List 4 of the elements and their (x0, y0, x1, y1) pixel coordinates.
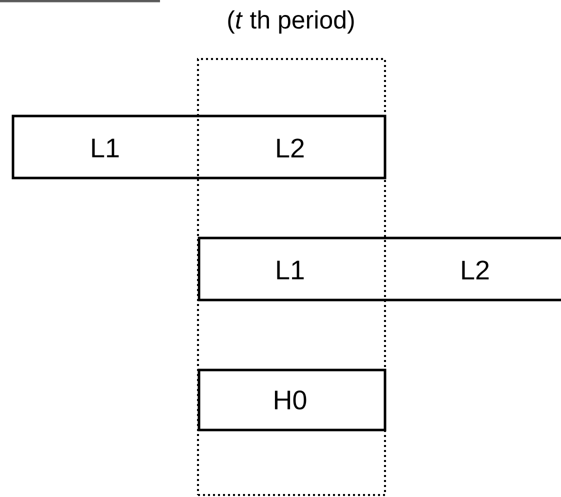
segment-bar: L1 L2 (198, 236, 561, 302)
segment-bar: L1 L2 (12, 114, 386, 180)
node-label: (t th period) (228, 10, 354, 34)
segment-bar: H0 (198, 368, 386, 432)
